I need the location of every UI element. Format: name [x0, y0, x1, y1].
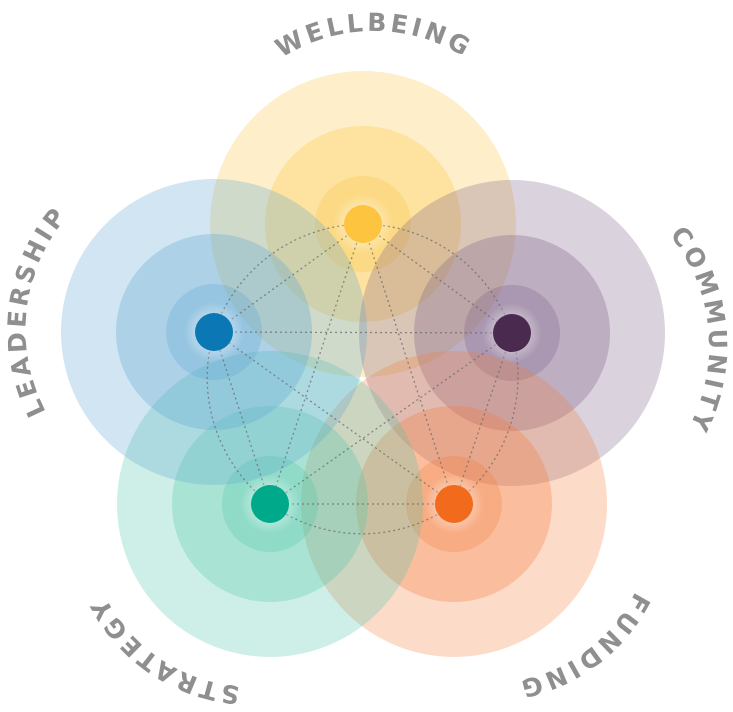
wellbeing-dot	[344, 205, 382, 243]
pillar-dots	[184, 194, 542, 534]
community-dot	[493, 314, 531, 352]
label-wellbeing: WELLBEING	[271, 8, 478, 63]
connector-strategy-leadership	[213, 331, 271, 505]
strategy-dot	[251, 485, 289, 523]
connector-wellbeing-strategy	[269, 223, 364, 505]
connector-wellbeing-community	[362, 223, 513, 334]
pillar-circles	[61, 71, 665, 657]
connector-funding-leadership	[213, 331, 455, 505]
connector-wellbeing-leadership	[213, 223, 364, 333]
leadership-dot	[195, 313, 233, 351]
label-community: COMMUNITY	[665, 221, 733, 439]
connector-community-strategy	[269, 332, 513, 505]
funding-dot	[435, 485, 473, 523]
connector-wellbeing-funding	[362, 223, 455, 505]
connector-community-funding	[453, 332, 513, 505]
